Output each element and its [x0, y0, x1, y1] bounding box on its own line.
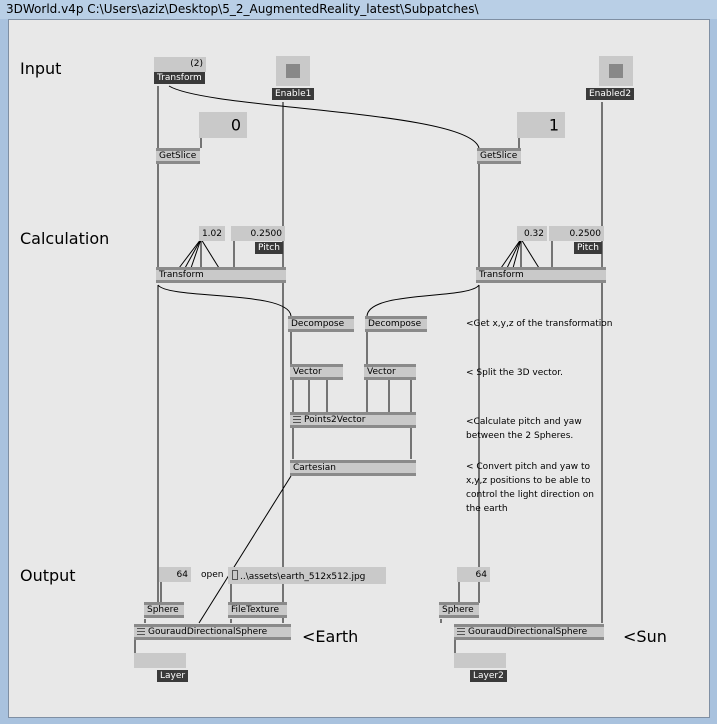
comment-vector: < Split the 3D vector. — [466, 368, 563, 378]
transform-slice-count: (2) — [190, 59, 203, 69]
pitch-value-right[interactable]: 0.2500 — [549, 226, 604, 241]
patch-wires — [134, 85, 603, 660]
pitch-value-left[interactable]: 0.2500 — [231, 226, 285, 241]
enabled2-label: Enabled2 — [586, 88, 635, 100]
layer-output-label: Layer — [157, 670, 189, 682]
file-icon — [232, 570, 238, 580]
sun-note: <Sun — [623, 627, 667, 646]
transform-input-label: Transform — [154, 72, 205, 84]
resolution-value-right[interactable]: 64 — [457, 567, 490, 582]
points2vector-node[interactable]: Points2Vector — [290, 412, 416, 428]
enabled2-toggle[interactable] — [599, 56, 633, 86]
toggle-square-icon — [286, 64, 300, 78]
section-calculation-label: Calculation — [20, 229, 110, 248]
open-label: open — [201, 570, 224, 580]
gouraud-label-left: GouraudDirectionalSphere — [148, 627, 268, 637]
decompose-node-right[interactable]: Decompose — [365, 316, 427, 332]
gouraud-node-left[interactable]: GouraudDirectionalSphere — [134, 624, 291, 640]
vector-node-right[interactable]: Vector — [364, 364, 416, 380]
earth-note: <Earth — [302, 627, 359, 646]
sphere-node-right[interactable]: Sphere — [439, 602, 479, 618]
decompose-node-left[interactable]: Decompose — [288, 316, 354, 332]
scale-value-left[interactable]: 1.02 — [199, 226, 225, 241]
comment-cartesian: < Convert pitch and yaw to x,y,z positio… — [466, 462, 595, 514]
window-title: 3DWorld.v4p C:\Users\aziz\Desktop\5_2_Au… — [6, 2, 479, 16]
section-input-label: Input — [20, 59, 62, 78]
toggle-square-icon — [609, 64, 623, 78]
patch-canvas[interactable]: Input Calculation Output (2) Transform E… — [8, 19, 710, 718]
transform-input-box[interactable]: (2) — [154, 57, 206, 72]
resolution-value-left[interactable]: 64 — [159, 567, 191, 582]
enable1-toggle[interactable] — [276, 56, 310, 86]
menu-lines-icon — [293, 416, 301, 423]
layer-output-box[interactable] — [134, 653, 186, 668]
slice-index-left[interactable]: 0 — [199, 112, 247, 138]
gouraud-label-right: GouraudDirectionalSphere — [468, 627, 588, 637]
vector-node-left[interactable]: Vector — [290, 364, 343, 380]
pitch-label-right: Pitch — [574, 242, 602, 254]
menu-lines-icon — [457, 628, 465, 635]
texture-path-box[interactable]: ..\assets\earth_512x512.jpg — [228, 567, 386, 584]
filetexture-node[interactable]: FileTexture — [228, 602, 287, 618]
gouraud-node-right[interactable]: GouraudDirectionalSphere — [454, 624, 604, 640]
texture-path-text: ..\assets\earth_512x512.jpg — [240, 572, 366, 582]
window-titlebar: 3DWorld.v4p C:\Users\aziz\Desktop\5_2_Au… — [0, 0, 717, 19]
getslice-node-right[interactable]: GetSlice — [477, 148, 521, 164]
section-output-label: Output — [20, 566, 76, 585]
pitch-label-left: Pitch — [255, 242, 283, 254]
transform-node-left[interactable]: Transform — [156, 267, 286, 283]
cartesian-node[interactable]: Cartesian — [290, 460, 416, 476]
slice-index-right[interactable]: 1 — [517, 112, 565, 138]
enable1-label: Enable1 — [272, 88, 315, 100]
getslice-node-left[interactable]: GetSlice — [156, 148, 200, 164]
comment-decompose: <Get x,y,z of the transformation — [466, 319, 613, 329]
layer2-output-box[interactable] — [454, 653, 506, 668]
points2vector-label: Points2Vector — [304, 415, 366, 425]
transform-node-right[interactable]: Transform — [476, 267, 606, 283]
scale-value-right[interactable]: 0.32 — [517, 226, 547, 241]
menu-lines-icon — [137, 628, 145, 635]
comment-points2vector: <Calculate pitch and yaw between the 2 S… — [466, 417, 582, 441]
sphere-node-left[interactable]: Sphere — [144, 602, 184, 618]
layer2-output-label: Layer2 — [470, 670, 507, 682]
